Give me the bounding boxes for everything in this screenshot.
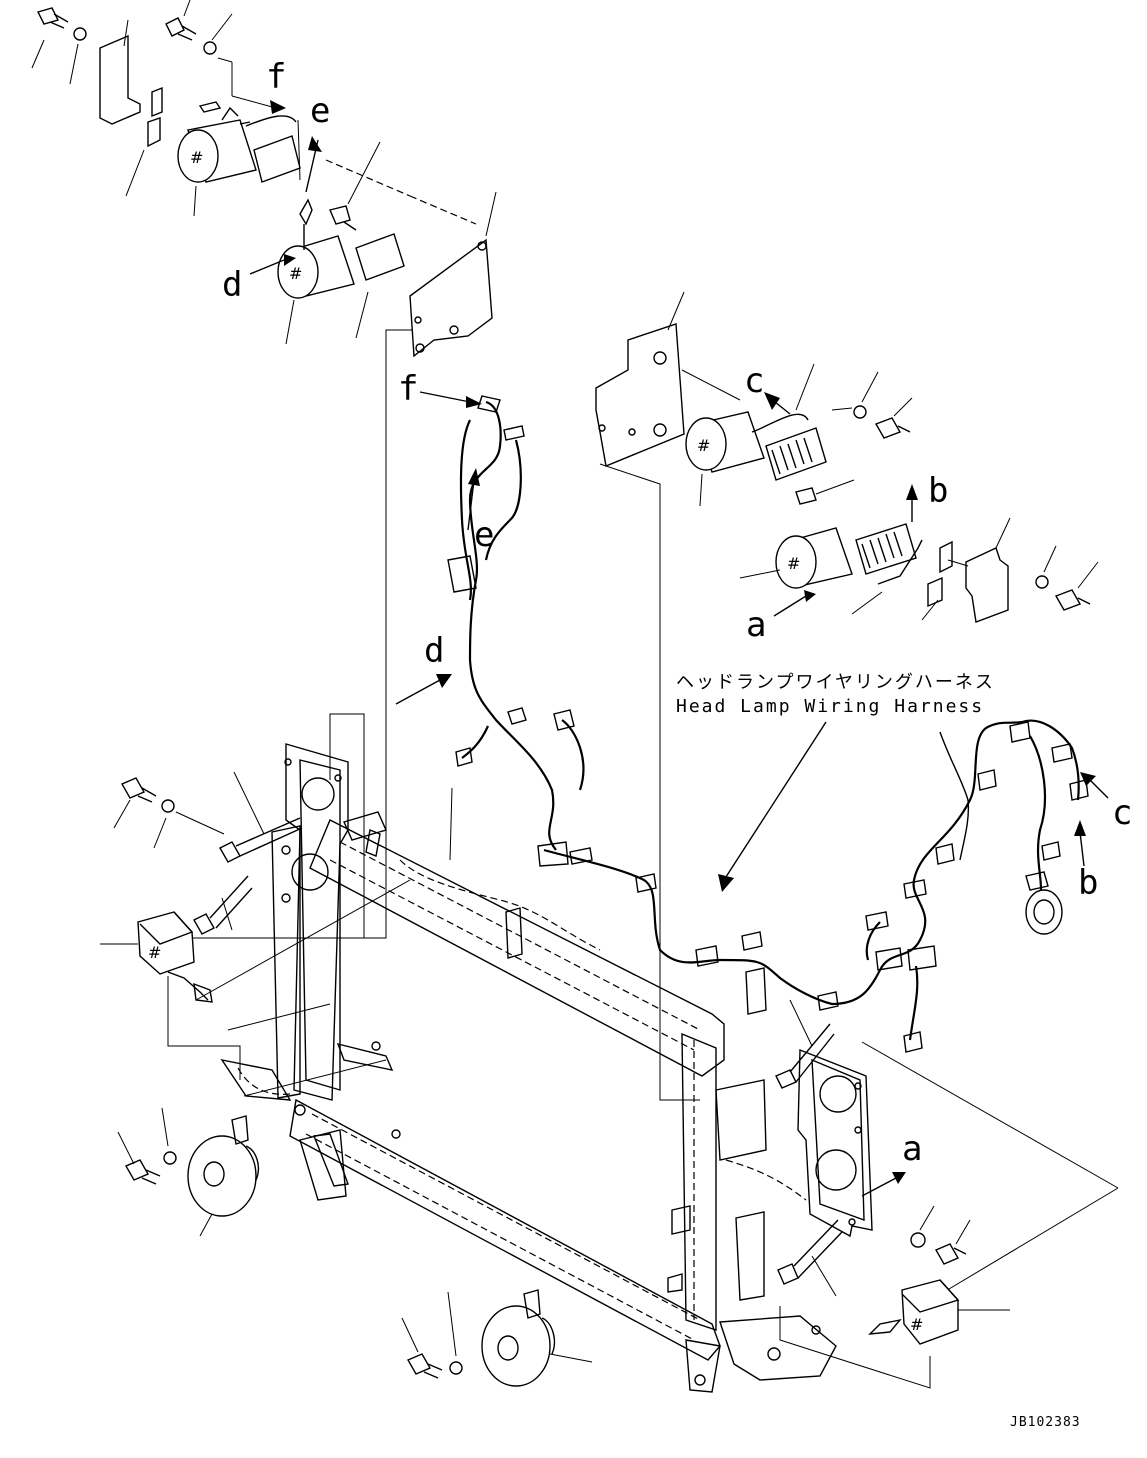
callout-d-harness: d [424,631,444,671]
bolt-1 [31,7,69,69]
head-lamp-wiring-harness: f e d [395,369,1132,1053]
horn-left [117,1107,260,1237]
battery-relay-2: # [277,141,405,345]
battery-relay-3: # [685,363,855,507]
callout-f-top: f [266,57,286,97]
svg-text:#: # [148,943,161,962]
callout-e-harness: e [474,515,494,555]
battery-relay-1: # [177,101,301,217]
leader-lines [167,329,1119,1389]
front-frame [220,743,873,1393]
callout-f-harness: f [398,369,418,409]
flasher-relay-left: # [100,911,213,1003]
washer-1 [73,27,87,41]
top-left-relay-group: f # e # [31,0,497,358]
callout-c-top: c [744,361,764,401]
svg-text:#: # [910,1315,923,1334]
callout-a-frame: a [902,1129,922,1169]
frame-bolts: a [113,771,971,1297]
callout-b-top: b [928,471,948,511]
harness-label-english: Head Lamp Wiring Harness [676,696,984,717]
battery-relay-4: # [739,523,923,617]
callout-c-harness: c [1112,793,1132,833]
svg-text:#: # [190,148,203,167]
horn-right [401,1289,593,1387]
svg-text:#: # [289,264,302,283]
callout-e-top: e [310,91,330,131]
flasher-relay-right: # [868,1279,1010,1345]
top-right-relay-group: # c # a b [595,291,1099,645]
figure-code: JB102383 [1010,1415,1081,1430]
callout-d-top: d [222,265,242,305]
relay-plate-2 [595,323,685,467]
relay-plate-1 [409,238,493,358]
svg-text:#: # [787,554,800,573]
svg-text:#: # [697,436,710,455]
relay-bracket-2 [965,547,1009,623]
relay-bracket-1 [99,34,141,125]
harness-label-japanese: ヘッドランプワイヤリングハーネス [676,672,995,693]
callout-a-top: a [746,605,766,645]
callout-b-harness: b [1078,863,1098,903]
